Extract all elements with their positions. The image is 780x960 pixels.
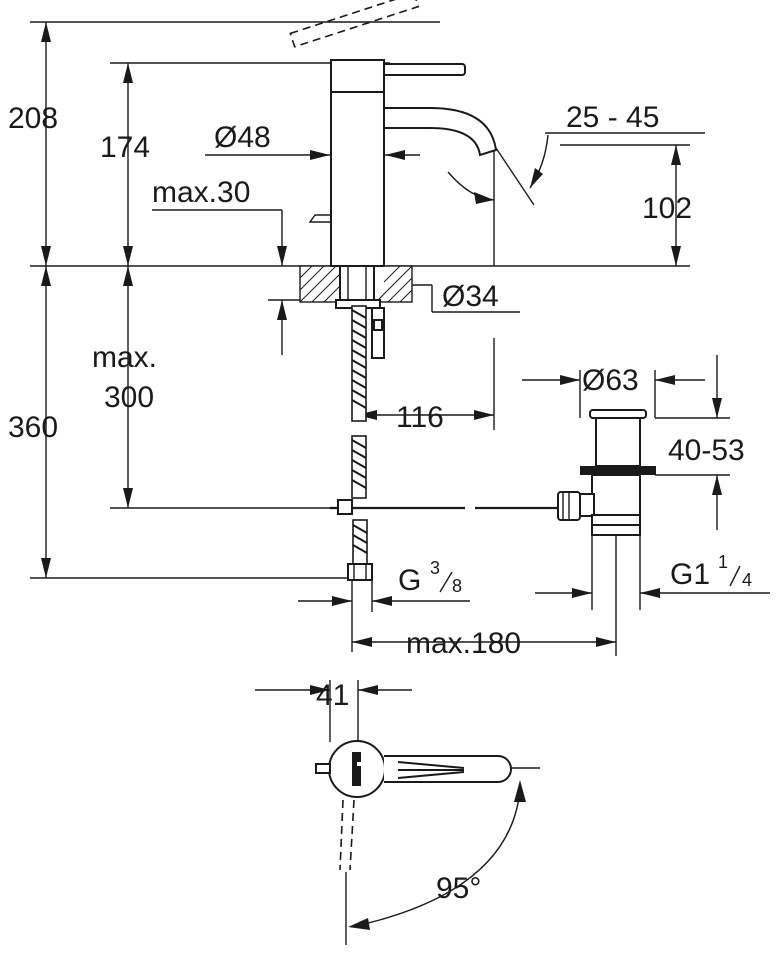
dim-40-53	[655, 355, 730, 530]
label-102: 102	[642, 192, 692, 225]
dim-300	[123, 266, 133, 508]
top-view	[255, 680, 540, 945]
label-max: max.	[92, 341, 157, 374]
dim-d63	[522, 370, 705, 418]
dim-360	[41, 266, 51, 578]
label-d34: Ø34	[442, 280, 499, 313]
label-max180: max.180	[406, 627, 521, 660]
label-g: G	[398, 564, 421, 597]
label-208: 208	[8, 102, 58, 135]
dim-g114	[535, 535, 770, 610]
dim-g38	[298, 580, 470, 652]
label-g-den: 8	[452, 576, 462, 596]
dim-max180	[352, 535, 617, 656]
label-g-num: 3	[430, 558, 440, 578]
popup-linkage	[330, 499, 560, 515]
label-g1-num: 1	[718, 552, 728, 572]
label-95: 95°	[436, 872, 481, 905]
label-d63: Ø63	[582, 364, 639, 397]
dim-d48	[205, 150, 420, 160]
faucet-body	[289, 0, 498, 359]
label-d48: Ø48	[214, 121, 271, 154]
label-174: 174	[100, 131, 150, 164]
label-300: 300	[104, 381, 154, 414]
label-116: 116	[396, 401, 444, 434]
dim-102	[671, 145, 681, 266]
label-spout-angle: 25 - 45	[566, 101, 659, 134]
dim-174	[123, 63, 133, 266]
label-g1-den: 4	[742, 570, 752, 590]
label-41: 41	[316, 679, 349, 712]
dim-max30	[152, 209, 330, 355]
flexible-hose	[347, 305, 373, 581]
dim-angle	[447, 132, 705, 206]
label-max30: max.30	[152, 176, 250, 209]
label-360: 360	[8, 411, 58, 444]
dim-116	[357, 338, 495, 430]
waste-valve	[557, 409, 656, 536]
label-g1: G1	[670, 558, 710, 591]
label-40-53: 40-53	[668, 434, 745, 467]
dim-208	[41, 22, 51, 266]
